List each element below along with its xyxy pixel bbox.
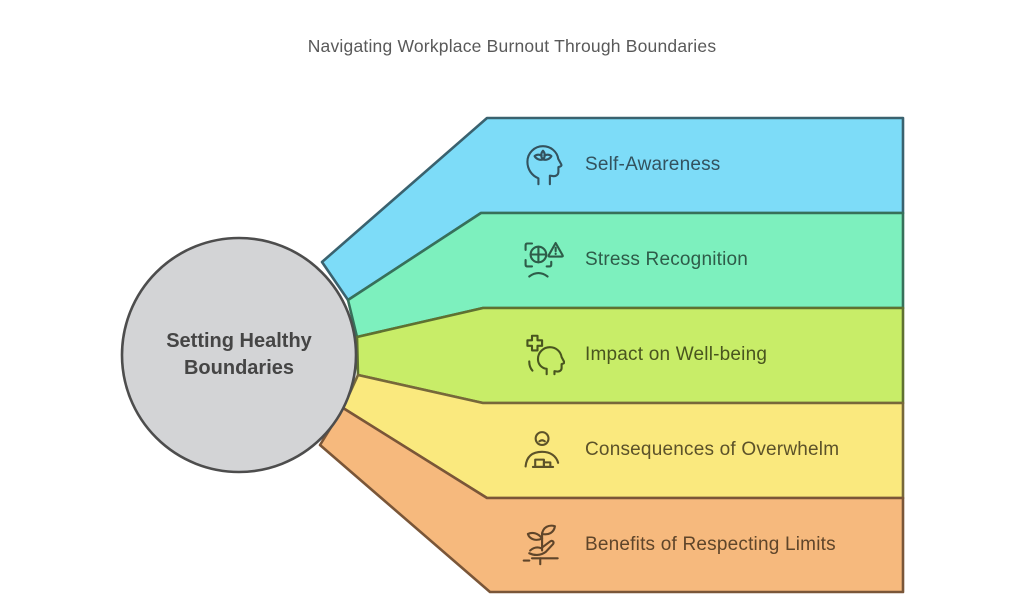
center-label-line1: Setting Healthy — [166, 330, 312, 352]
list-item-impact-on-well-being: Impact on Well-being — [521, 329, 767, 381]
head-lotus-icon — [521, 143, 565, 187]
list-item-benefits-of-respecting-limits: Benefits of Respecting Limits — [521, 519, 836, 571]
center-label: Setting Healthy Boundaries — [119, 235, 359, 475]
page-title: Navigating Workplace Burnout Through Bou… — [307, 36, 717, 56]
banner-benefits-of-respecting-limits — [318, 406, 905, 594]
center-label-line2: Boundaries — [183, 357, 295, 379]
stress-scan-icon — [521, 238, 565, 282]
overwhelmed-person-icon — [521, 428, 565, 472]
item-label: Stress Recognition — [585, 249, 749, 270]
list-item-consequences-of-overwhelm: Consequences of Overwhelm — [521, 424, 839, 476]
item-label: Self-Awareness — [585, 154, 721, 175]
item-label: Impact on Well-being — [585, 344, 768, 365]
item-label: Benefits of Respecting Limits — [585, 534, 836, 555]
list-item-self-awareness: Self-Awareness — [521, 139, 721, 191]
head-plus-icon — [521, 333, 565, 377]
list-item-stress-recognition: Stress Recognition — [521, 234, 748, 286]
item-label: Consequences of Overwhelm — [585, 439, 840, 460]
center-circle — [120, 236, 358, 474]
sprout-hand-icon — [521, 523, 565, 567]
